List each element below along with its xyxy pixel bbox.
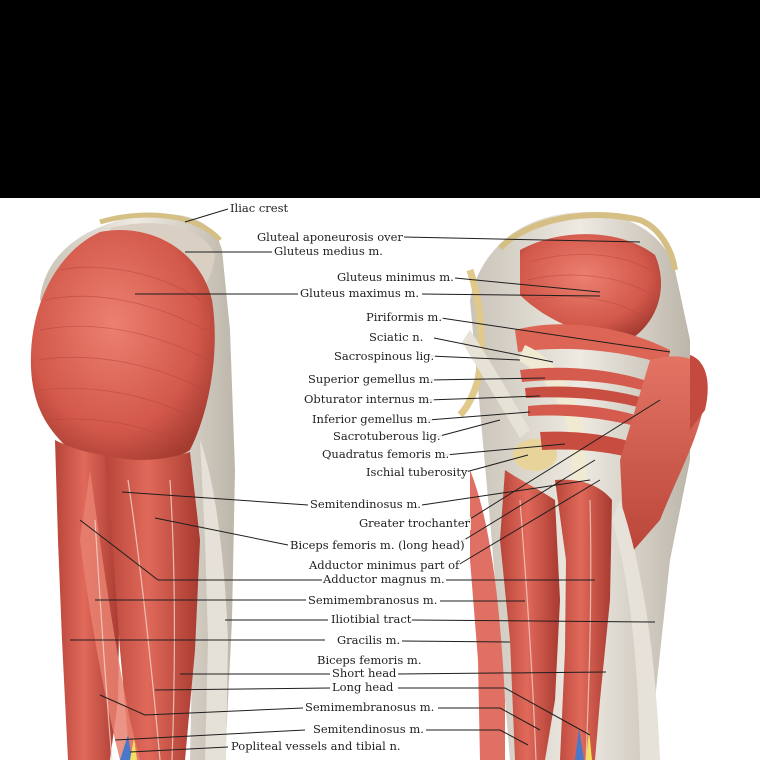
label-semitendinosus-upper: Semitendinosus m. xyxy=(309,497,422,511)
label-piriformis: Piriformis m. xyxy=(365,310,443,324)
label-biceps-femoris-long-head: Biceps femoris m. (long head) xyxy=(289,538,466,552)
label-semitendinosus-lower: Semitendinosus m. xyxy=(312,722,425,736)
anatomy-illustration xyxy=(30,208,708,760)
label-biceps-femoris: Biceps femoris m. xyxy=(316,653,423,667)
label-inferior-gemellus: Inferior gemellus m. xyxy=(311,412,433,426)
label-adductor-magnus: Adductor magnus m. xyxy=(322,572,446,586)
left-thigh-superficial xyxy=(30,212,235,760)
label-short-head: Short head xyxy=(331,666,398,680)
label-sacrospinous-lig: Sacrospinous lig. xyxy=(333,349,436,363)
label-iliac-crest: Iliac crest xyxy=(229,201,290,215)
label-popliteal-vessels: Popliteal vessels and tibial n. xyxy=(230,739,402,753)
right-thigh-deep xyxy=(457,212,708,760)
label-iliotibial-tract: Iliotibial tract xyxy=(330,612,413,626)
black-top-bar xyxy=(0,0,760,198)
label-adductor-minimus: Adductor minimus part of xyxy=(308,558,461,572)
label-gracilis: Gracilis m. xyxy=(336,633,402,647)
label-long-head: Long head xyxy=(331,680,395,694)
label-quadratus-femoris: Quadratus femoris m. xyxy=(321,447,451,461)
label-semimembranosus-lower: Semimembranosus m. xyxy=(304,700,436,714)
label-ischial-tuberosity: Ischial tuberosity xyxy=(365,465,469,479)
label-gluteal-aponeurosis: Gluteal aponeurosis over xyxy=(256,230,404,244)
label-obturator-internus: Obturator internus m. xyxy=(303,392,434,406)
label-superior-gemellus: Superior gemellus m. xyxy=(307,372,435,386)
label-sacrotuberous-lig: Sacrotuberous lig. xyxy=(332,429,442,443)
leader-lines xyxy=(70,208,671,753)
label-gluteus-minimus: Gluteus minimus m. xyxy=(336,270,455,284)
label-gluteus-maximus: Gluteus maximus m. xyxy=(299,286,421,300)
anatomy-figure: Iliac crest Gluteal aponeurosis over Glu… xyxy=(0,198,760,760)
label-greater-trochanter: Greater trochanter xyxy=(358,516,472,530)
label-sciatic-nerve: Sciatic n. xyxy=(368,330,425,344)
label-gluteus-medius: Gluteus medius m. xyxy=(273,244,384,258)
label-semimembranosus-upper: Semimembranosus m. xyxy=(307,593,439,607)
